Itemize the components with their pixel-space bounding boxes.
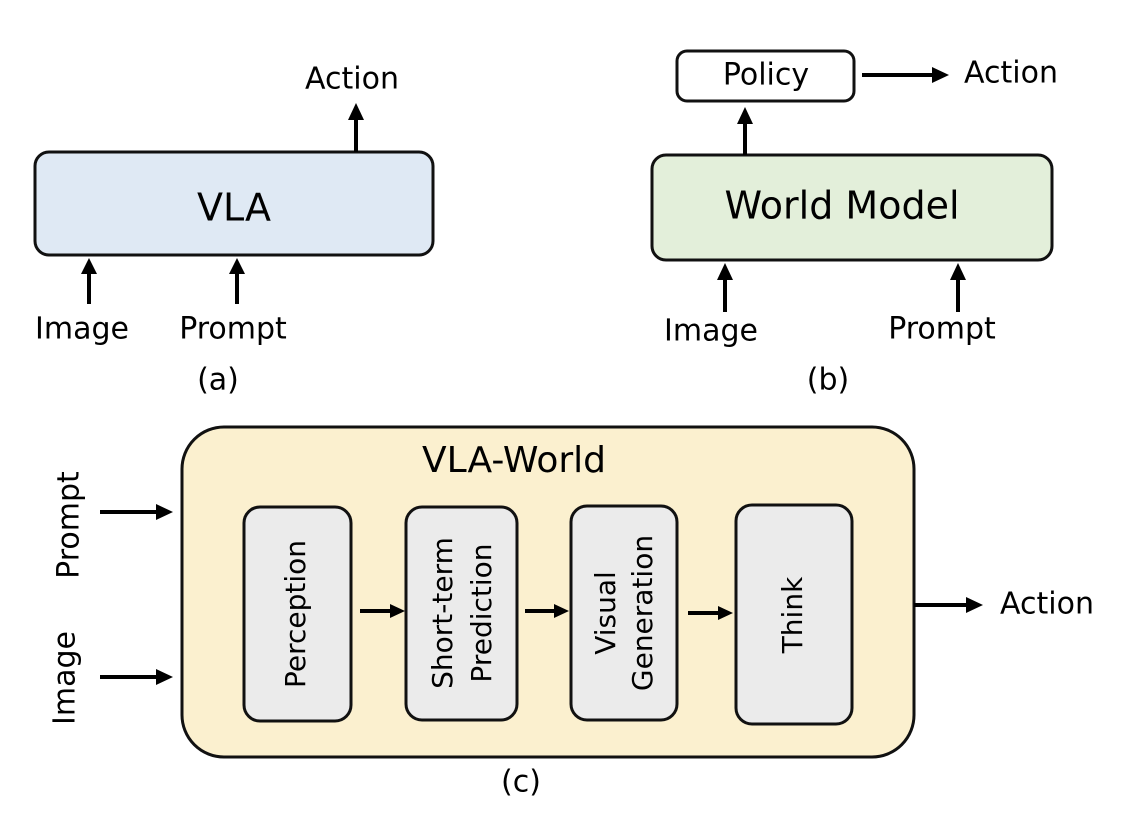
panel-b-caption: (b): [807, 363, 849, 398]
panel-b: Policy Action World Model Image Prompt (…: [650, 49, 1058, 398]
vla-world-prompt-label: Prompt: [52, 471, 87, 579]
wm-image-input-arrowhead: [717, 263, 733, 280]
world-model-box-label: World Model: [724, 184, 959, 228]
vla-box-label: VLA: [197, 186, 271, 230]
module-think-label: Think: [776, 576, 809, 654]
module-perception-label: Perception: [279, 540, 312, 688]
module-visual-generation: Visual Generation: [569, 504, 679, 722]
generation-to-think-arrowhead: [718, 606, 733, 620]
perception-to-prediction-arrowhead: [390, 604, 405, 618]
module-short-term-prediction-line1: Short-term: [426, 537, 459, 689]
vla-world-output-arrowhead: [966, 597, 983, 613]
vla-image-input-arrowhead: [81, 258, 97, 274]
vla-box: [33, 150, 435, 257]
vla-prompt-input-arrowhead: [229, 258, 245, 274]
vla-prompt-input-label: Prompt: [179, 312, 287, 347]
module-visual-generation-line2: Generation: [626, 535, 659, 691]
wm-prompt-input-arrowhead: [950, 263, 966, 280]
module-short-term-prediction: Short-term Prediction: [404, 505, 519, 722]
vla-output-label: Action: [305, 62, 399, 97]
policy-output-arrowhead: [932, 67, 949, 83]
wm-prompt-input-label: Prompt: [888, 312, 996, 347]
module-visual-generation-line1: Visual: [589, 571, 622, 655]
vla-world-container-label: VLA-World: [422, 440, 606, 481]
vla-image-input-label: Image: [35, 312, 129, 347]
wm-image-input-label: Image: [664, 314, 758, 349]
module-think: Think: [734, 503, 854, 726]
policy-box: [675, 49, 856, 103]
world-model-box: [650, 153, 1054, 262]
vla-world-image-arrowhead: [156, 669, 173, 685]
vla-output-arrowhead: [348, 103, 364, 120]
module-perception: Perception: [242, 505, 353, 723]
policy-box-label: Policy: [723, 58, 809, 93]
prediction-to-generation-arrowhead: [554, 604, 569, 618]
vla-world-image-label: Image: [48, 631, 83, 725]
panel-c-caption: (c): [501, 765, 541, 800]
panel-a-caption: (a): [197, 363, 239, 398]
policy-output-label: Action: [964, 56, 1058, 91]
module-short-term-prediction-line2: Prediction: [465, 543, 498, 682]
vla-world-container: [180, 425, 916, 759]
vla-world-prompt-arrowhead: [156, 504, 173, 520]
vla-world-output-label: Action: [1000, 587, 1094, 622]
world-model-to-policy-arrowhead: [737, 107, 753, 124]
panel-c: VLA-World Prompt Image Perception Short-…: [48, 425, 1094, 800]
panel-a: VLA Action Image Prompt (a): [33, 62, 435, 398]
